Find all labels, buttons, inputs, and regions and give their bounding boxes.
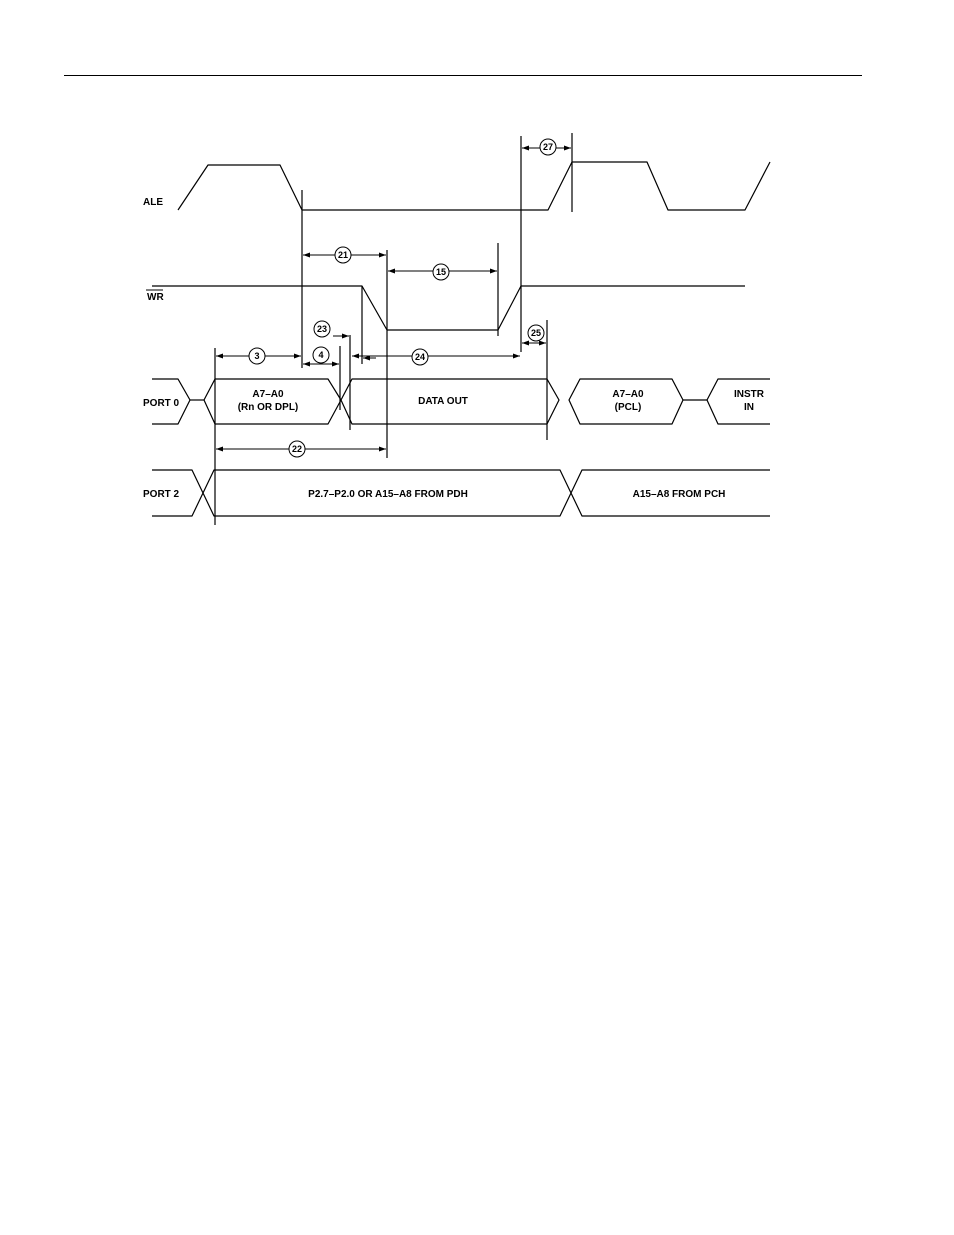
- svg-text:22: 22: [292, 444, 302, 454]
- port2-pch-label: A15–A8 FROM PCH: [633, 489, 726, 500]
- timing-param-21: 21: [335, 247, 351, 263]
- port0-bus-instr-in: [707, 379, 770, 424]
- timing-param-22: 22: [289, 441, 305, 457]
- svg-text:23: 23: [317, 324, 327, 334]
- port0-instr-label-2: IN: [744, 402, 754, 413]
- svg-text:24: 24: [415, 352, 425, 362]
- timing-param-25: 25: [528, 325, 544, 341]
- timing-param-15: 15: [433, 264, 449, 280]
- port2-pdh-label: P2.7–P2.0 OR A15–A8 FROM PDH: [308, 489, 468, 500]
- timing-param-3: 3: [249, 348, 265, 364]
- timing-param-23: 23: [314, 321, 330, 337]
- ale-waveform: [178, 162, 770, 210]
- wr-waveform: [152, 286, 745, 330]
- svg-text:27: 27: [543, 142, 553, 152]
- svg-text:25: 25: [531, 328, 541, 338]
- port0-pcl-label-2: (PCL): [615, 402, 642, 413]
- signal-label-ale: ALE: [143, 197, 163, 208]
- svg-text:21: 21: [338, 250, 348, 260]
- port0-instr-label-1: INSTR: [734, 389, 765, 400]
- svg-text:3: 3: [254, 351, 259, 361]
- timing-param-27: 27: [540, 139, 556, 155]
- timing-param-4: 4: [313, 347, 329, 363]
- port0-data-out-label: DATA OUT: [418, 396, 468, 407]
- port0-address-low-label-2: (Rn OR DPL): [238, 402, 299, 413]
- svg-text:4: 4: [318, 350, 323, 360]
- timing-param-24: 24: [412, 349, 428, 365]
- port0-pcl-label-1: A7–A0: [612, 389, 644, 400]
- signal-label-port2: PORT 2: [143, 489, 180, 500]
- svg-text:15: 15: [436, 267, 446, 277]
- port0-address-low-label-1: A7–A0: [252, 389, 284, 400]
- signal-label-wr: WR: [147, 292, 164, 303]
- signal-label-port0: PORT 0: [143, 398, 180, 409]
